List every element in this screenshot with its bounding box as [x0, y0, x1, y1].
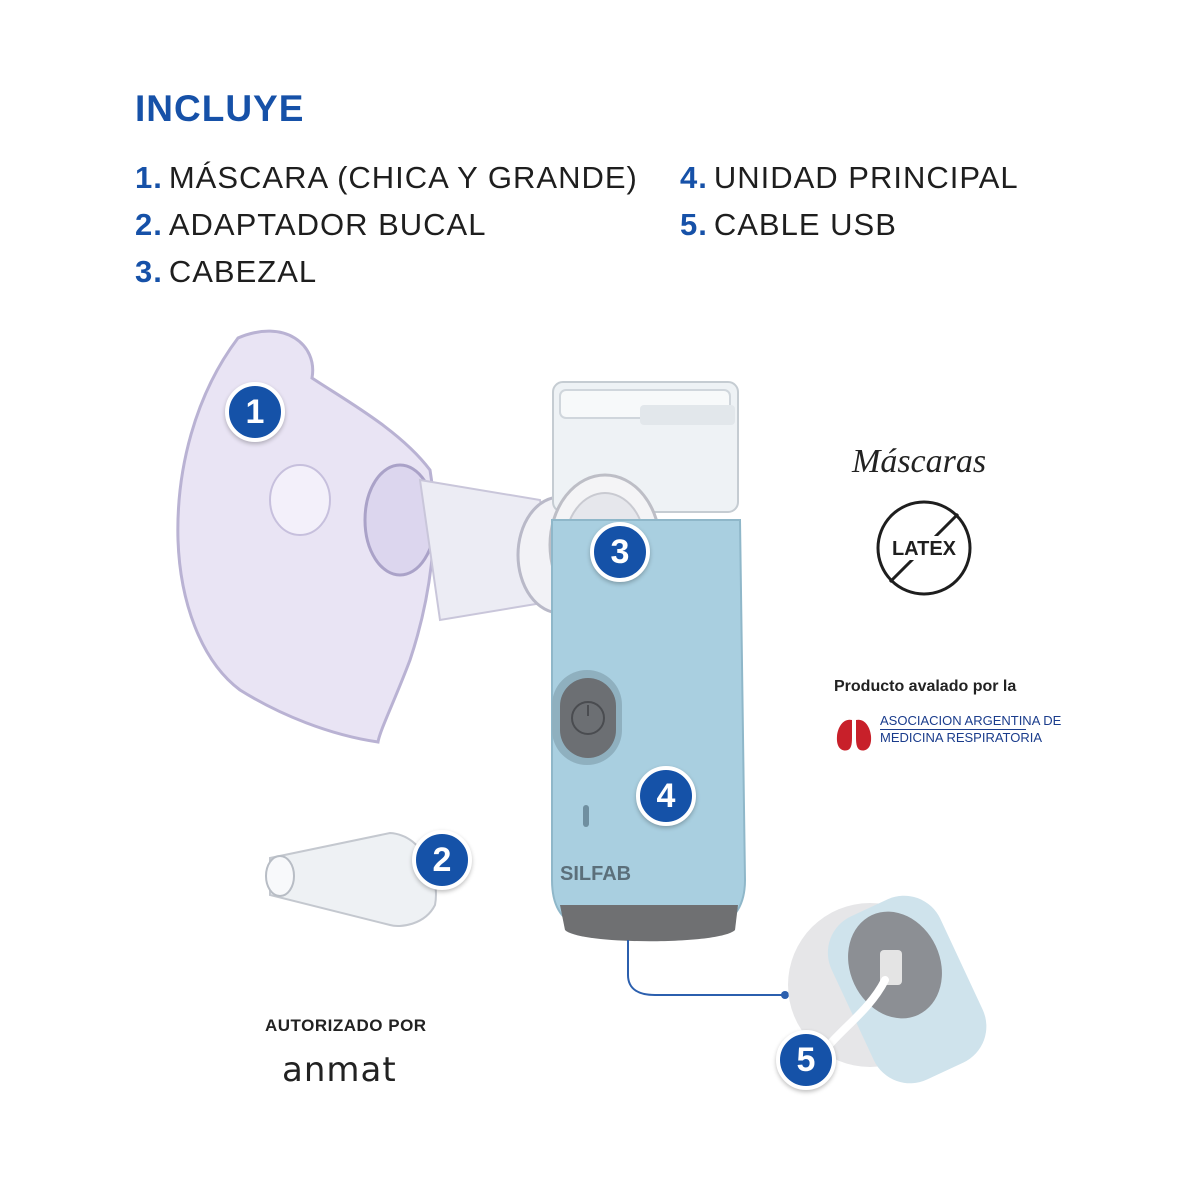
aamr-line2: MEDICINA RESPIRATORIA [880, 730, 1043, 745]
list-item: 5.CABLE USB [680, 207, 897, 243]
list-item: 3.CABEZAL [135, 254, 317, 290]
item-number: 1. [135, 160, 163, 195]
usb-zoom-illustration [788, 895, 987, 1084]
nebulizer-body-illustration: SILFAB [551, 519, 747, 942]
item-label: UNIDAD PRINCIPAL [713, 160, 1019, 195]
item-number: 4. [680, 160, 708, 195]
badge-usb-cable: 5 [776, 1030, 836, 1090]
endorsement-label: Producto avalado por la [834, 678, 1017, 695]
badge-main-unit: 4 [636, 766, 696, 826]
mouth-adapter-illustration [265, 831, 437, 927]
brand-label: SILFAB [560, 863, 631, 885]
item-label: CABLE USB [713, 207, 897, 242]
item-number: 5. [680, 207, 708, 242]
badge-mask: 1 [225, 382, 285, 442]
item-number: 2. [135, 207, 163, 242]
list-item: 1.MÁSCARA (CHICA Y GRANDE) [135, 160, 638, 196]
item-label: CABEZAL [168, 254, 318, 289]
item-label: MÁSCARA (CHICA Y GRANDE) [168, 160, 638, 195]
authorized-label: AUTORIZADO POR [265, 1016, 427, 1035]
aamr-logo-text: ASOCIACION ARGENTINA DE MEDICINA RESPIRA… [880, 712, 1061, 746]
item-label: ADAPTADOR BUCAL [168, 207, 487, 242]
aamr-line1: ASOCIACION ARGENTINA DE [880, 713, 1062, 728]
cable-connector-line [627, 940, 785, 996]
no-latex-icon: LATEX [876, 500, 972, 596]
aamr-divider [880, 729, 1026, 730]
list-item: 4.UNIDAD PRINCIPAL [680, 160, 1019, 196]
badge-adapter: 2 [412, 830, 472, 890]
page-title: INCLUYE [135, 88, 305, 129]
mascaras-label: Máscaras [852, 443, 987, 480]
badge-head: 3 [590, 522, 650, 582]
item-number: 3. [135, 254, 163, 289]
list-item: 2.ADAPTADOR BUCAL [135, 207, 486, 243]
latex-label: LATEX [892, 538, 957, 560]
lungs-logo-icon [836, 708, 872, 751]
anmat-logo: anmat [282, 1050, 397, 1090]
